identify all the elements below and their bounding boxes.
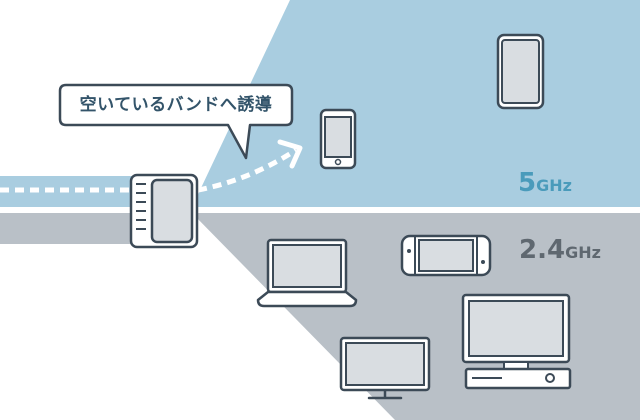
band-2-4ghz-value: 2.4: [519, 235, 566, 265]
band-5ghz-value: 5: [518, 168, 537, 198]
band-2-4ghz-unit: GHz: [565, 243, 601, 262]
monitor-icon: [339, 336, 431, 400]
callout-bubble: [58, 83, 294, 160]
router-icon: [129, 173, 199, 249]
callout: 空いているバンドへ誘導: [60, 85, 292, 125]
band-5ghz-label: 5GHz: [518, 168, 572, 198]
steering-arrow-head: [277, 139, 303, 169]
television-icon: [461, 293, 572, 390]
game-console-icon: [400, 234, 492, 277]
band-5ghz-unit: GHz: [536, 176, 572, 195]
steering-dotted-arrow: [197, 147, 298, 193]
laptop-icon: [256, 238, 358, 308]
smartphone-icon: [319, 108, 357, 170]
tablet-icon: [496, 33, 545, 110]
callout-text: 空いているバンドへ誘導: [79, 95, 273, 115]
band-2-4ghz-label: 2.4GHz: [519, 235, 601, 265]
